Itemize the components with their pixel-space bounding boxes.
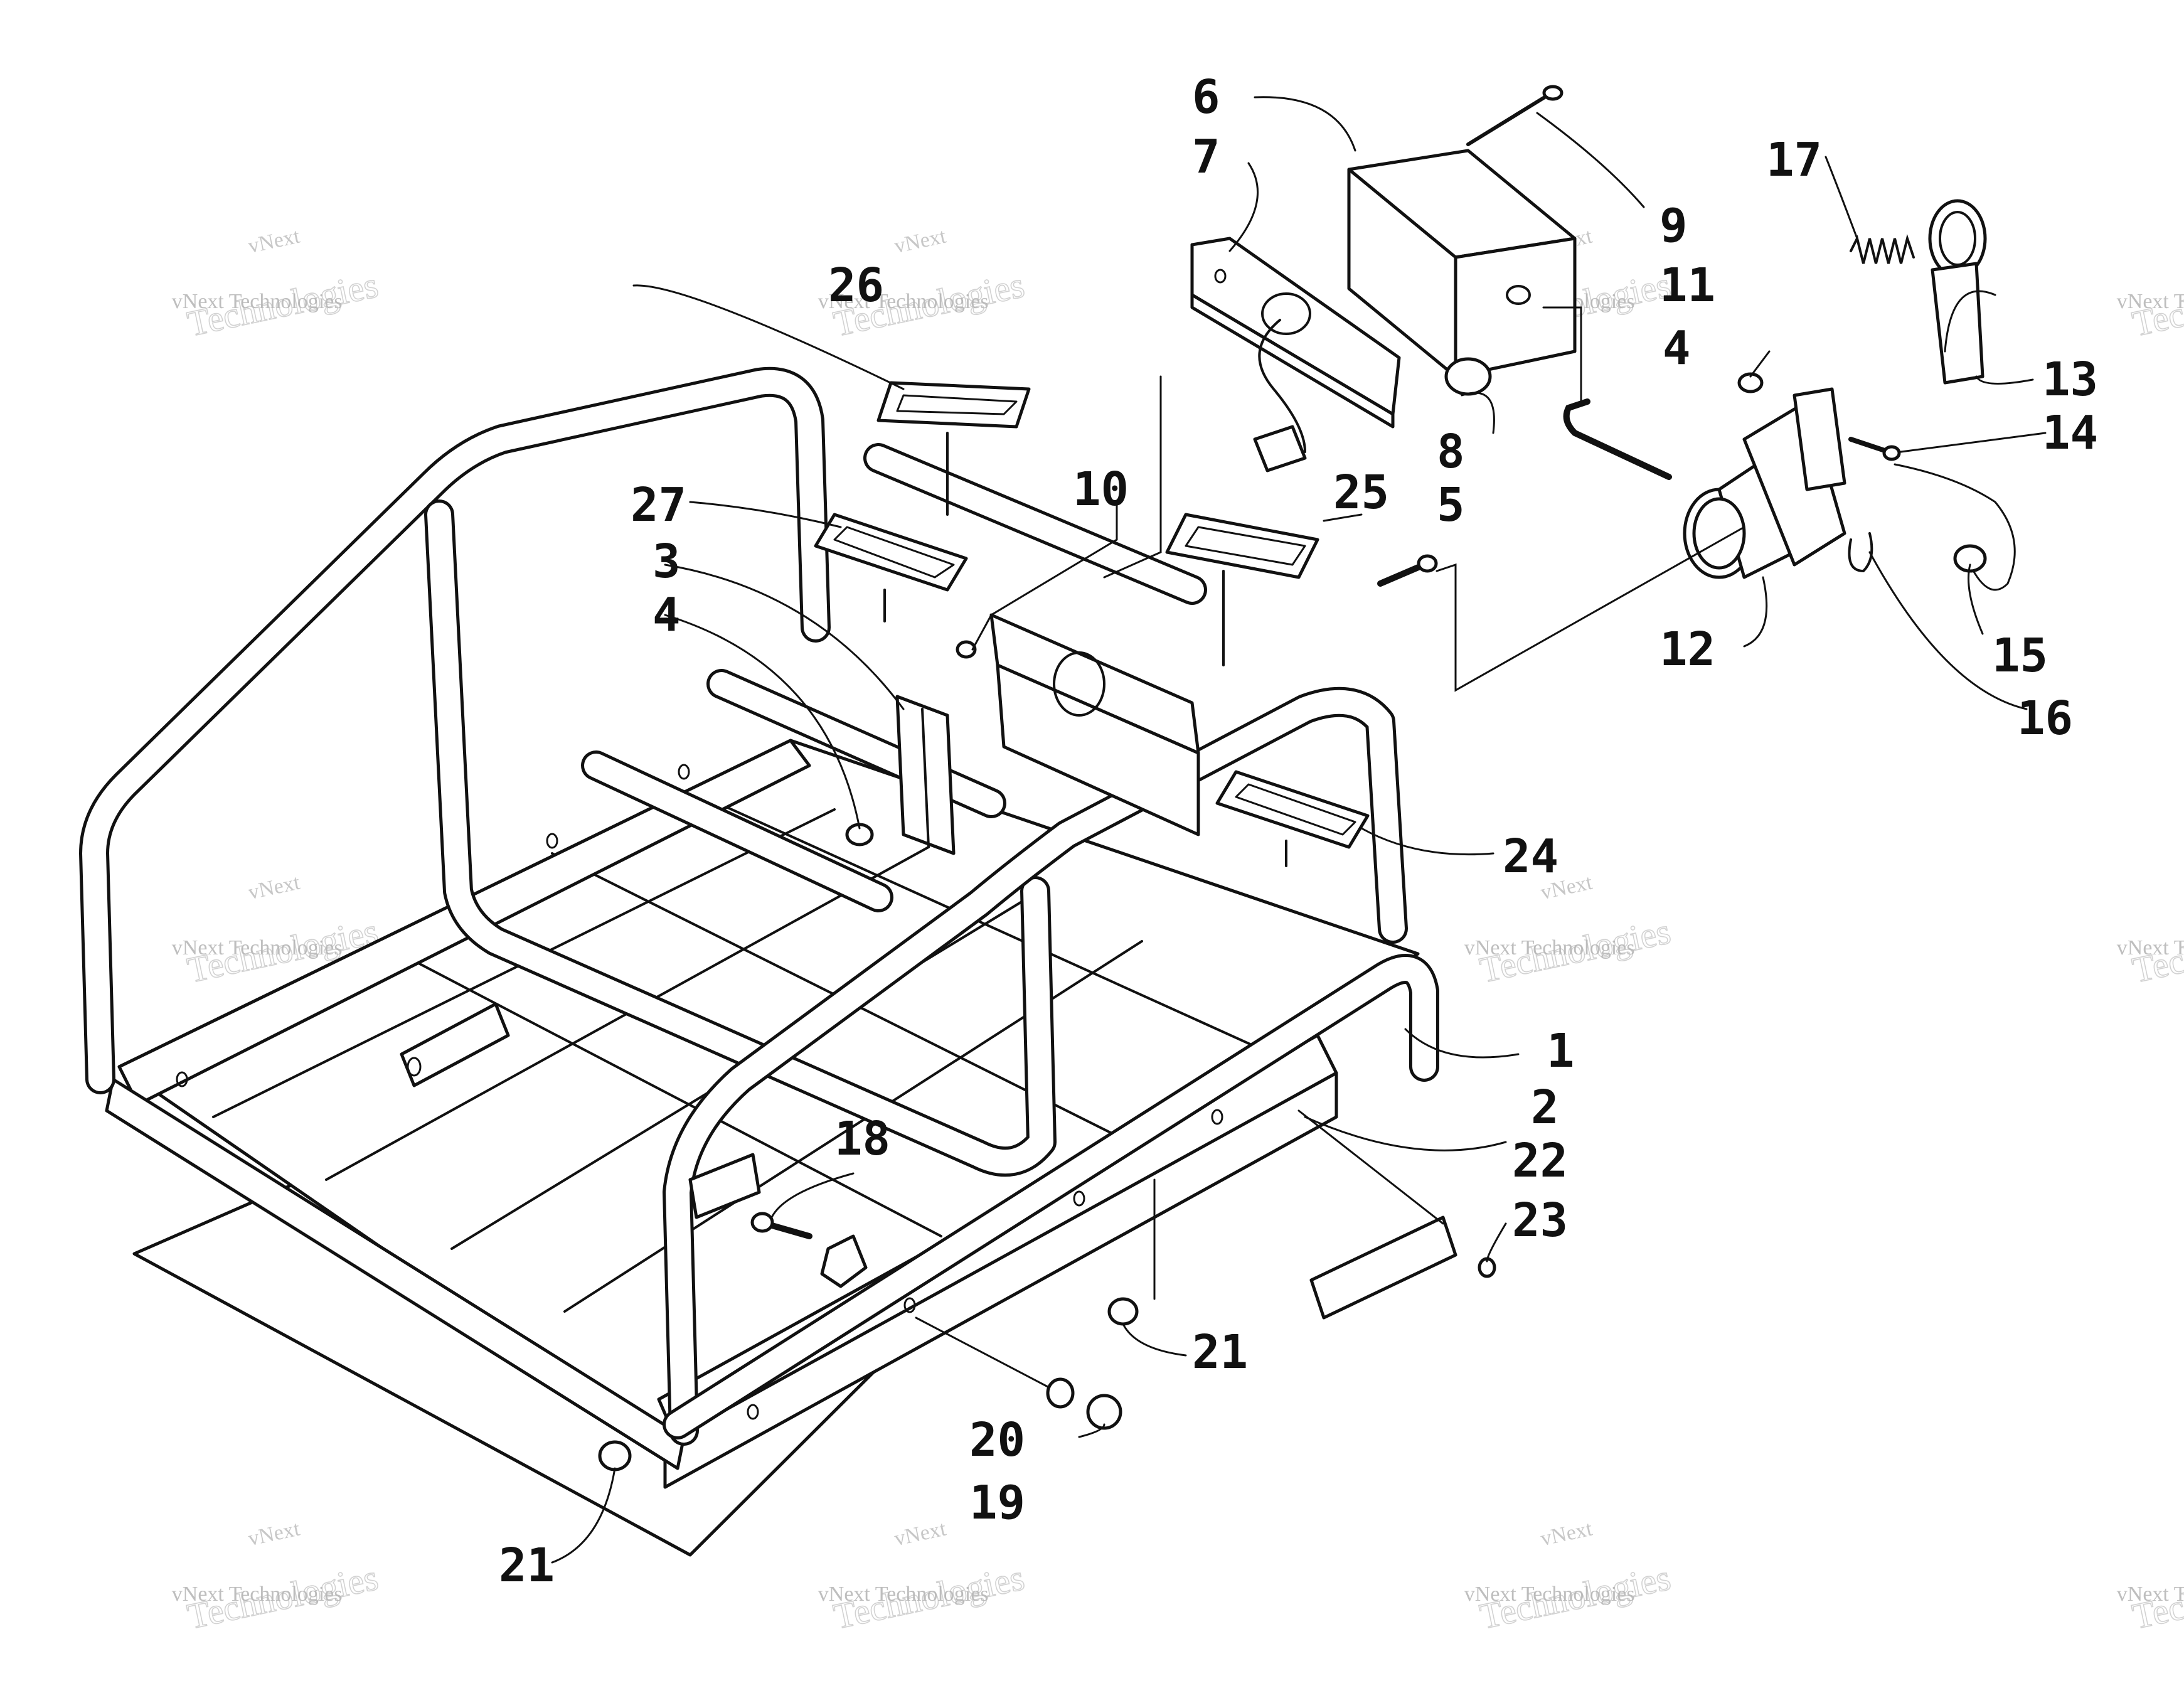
watermark-text-line2: vNext Technologies [172, 936, 343, 959]
callout-15: 15 [1992, 629, 2048, 683]
callout-21-left: 21 [499, 1539, 555, 1593]
watermark-text-line1: vNext [1538, 1517, 1595, 1551]
callout-14: 14 [2042, 406, 2098, 460]
callout-21: 21 [1192, 1325, 1248, 1379]
callout-6: 6 [1192, 70, 1220, 124]
watermark-text-line2: vNext Technologies [2117, 290, 2184, 313]
callout-17: 17 [1766, 133, 1822, 187]
small-hardware [598, 640, 1496, 1471]
watermark-text-line3: Technologies [2129, 1557, 2184, 1637]
callout-11: 11 [1659, 259, 1715, 312]
watermark-text-line2: vNext Technologies [172, 1583, 343, 1606]
watermark-text-line3: Technologies [2129, 910, 2184, 991]
callout-10: 10 [1073, 462, 1129, 516]
watermark-text-line3: Technologies [184, 264, 381, 344]
callout-5: 5 [1437, 478, 1465, 532]
watermark-text-line3: Technologies [184, 1557, 381, 1637]
callout-9: 9 [1659, 199, 1688, 253]
callout-2: 2 [1531, 1081, 1559, 1135]
callout-8: 8 [1437, 425, 1465, 479]
watermark-text-line2: vNext Technologies [2117, 1583, 2184, 1606]
watermark-text-line1: vNext [892, 1517, 949, 1551]
tail-light-assembly [1190, 85, 1577, 473]
callout-19: 19 [969, 1476, 1025, 1530]
callout-labels: 1 2 3 4 4 5 6 7 8 9 10 11 12 13 14 15 16… [499, 70, 2098, 1593]
decals [814, 381, 1370, 867]
watermark-text-line1: vNext [246, 1517, 302, 1551]
watermark-text-line1: vNext [892, 225, 949, 259]
callout-27: 27 [631, 478, 686, 532]
rail-holes [176, 764, 1223, 1420]
watermark-text-line3: Technologies [2129, 264, 2184, 344]
callout-7: 7 [1192, 130, 1220, 184]
watermark-text-line3: Technologies [1476, 1557, 1674, 1637]
callout-23: 23 [1512, 1193, 1568, 1247]
watermark-text-line2: vNext Technologies [818, 1583, 989, 1606]
callout-18: 18 [834, 1112, 890, 1166]
callout-4-hitch: 4 [1663, 321, 1691, 375]
callout-24: 24 [1503, 830, 1558, 884]
rack-frame [79, 366, 1439, 1489]
watermark-text-line1: vNext [246, 871, 302, 905]
callout-13: 13 [2042, 353, 2098, 407]
callout-3: 3 [653, 535, 681, 589]
watermark-text-line3: Technologies [1476, 910, 1674, 991]
callout-20: 20 [969, 1413, 1025, 1467]
watermark-text-line2: vNext Technologies [818, 290, 989, 313]
callout-26: 26 [828, 259, 884, 312]
callout-16: 16 [2017, 691, 2073, 745]
watermark-text-line2: vNext Technologies [1464, 1583, 1635, 1606]
watermark-text-line3: Technologies [830, 1557, 1028, 1637]
callout-12: 12 [1659, 622, 1715, 676]
callout-4: 4 [653, 588, 681, 642]
watermark-text-line2: vNext Technologies [1464, 936, 1635, 959]
watermark-text-line2: vNext Technologies [2117, 936, 2184, 959]
leader-lines [551, 96, 2047, 1564]
callout-1: 1 [1547, 1024, 1575, 1078]
watermark-text-line2: vNext Technologies [172, 290, 343, 313]
watermark-text-line1: vNext [246, 225, 302, 259]
callout-25: 25 [1333, 466, 1389, 520]
callout-22: 22 [1512, 1134, 1568, 1188]
